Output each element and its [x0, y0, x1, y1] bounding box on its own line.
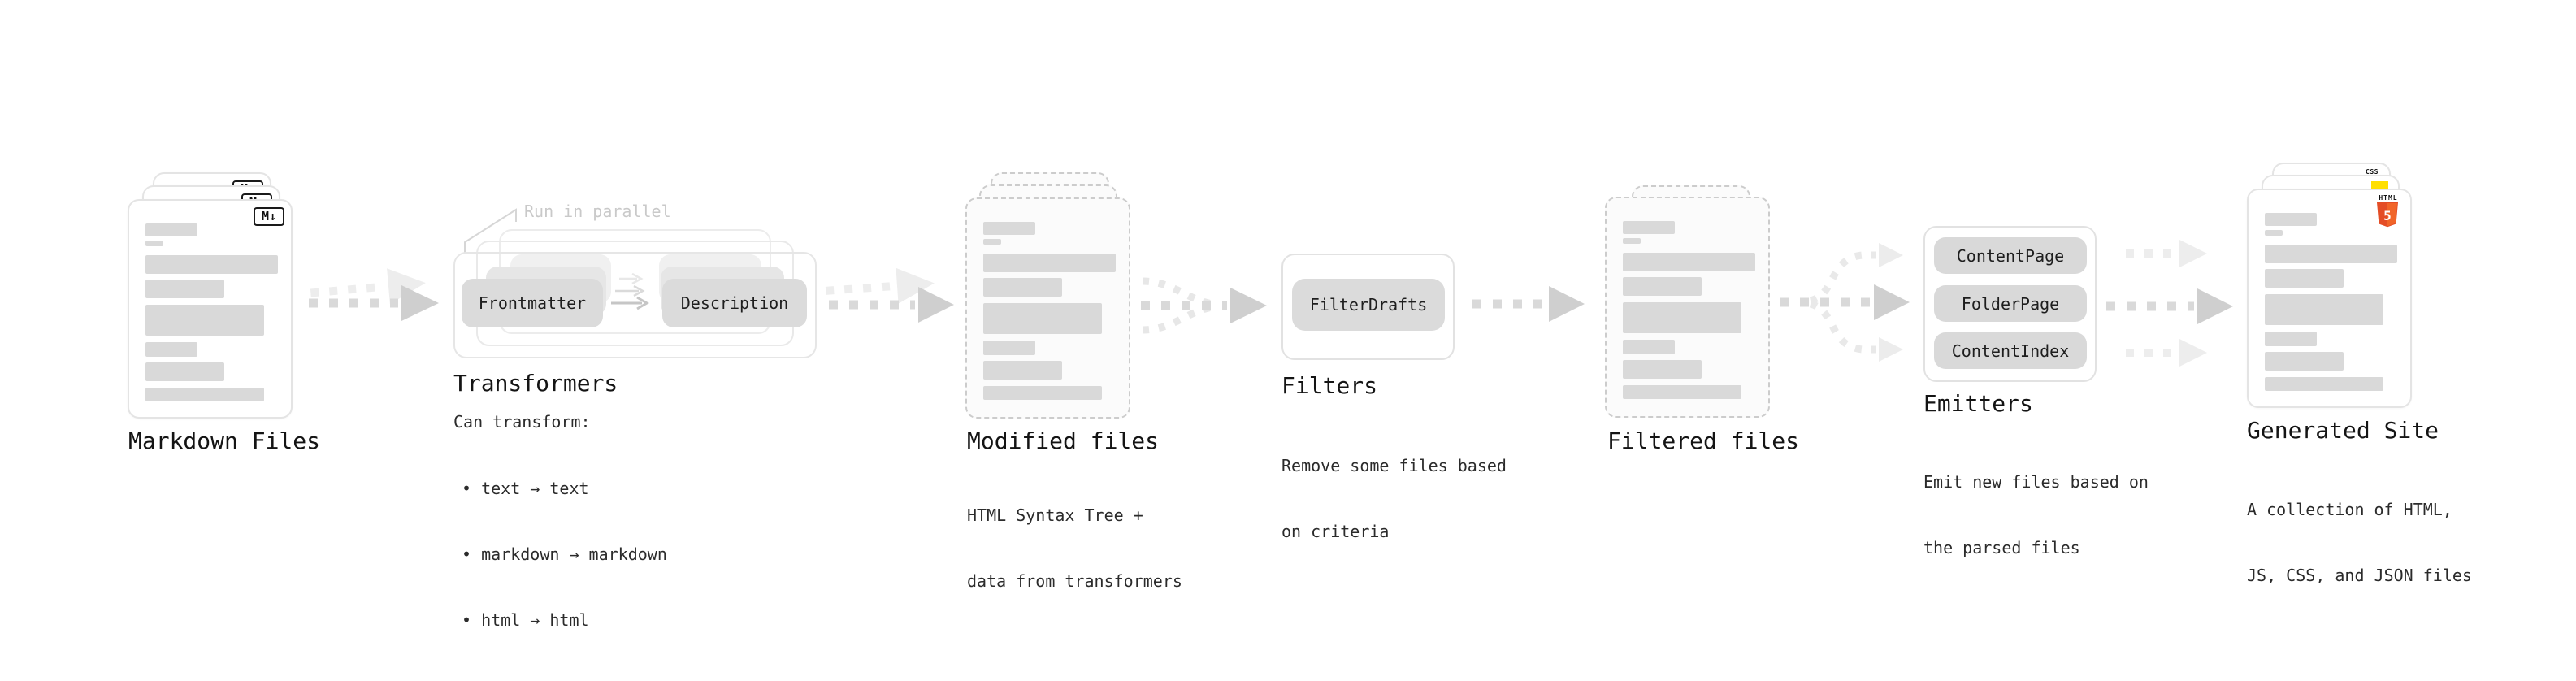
text-line-placeholder [983, 340, 1035, 355]
text-line-placeholder [2265, 332, 2317, 346]
text-line-placeholder [145, 241, 163, 246]
arrow-emitters-to-generated [2106, 288, 2233, 324]
text-line-placeholder [145, 223, 197, 236]
text-line-placeholder [983, 278, 1062, 297]
markdown-icon: M↓ [254, 207, 284, 226]
arrow-filters-to-filtered [1472, 286, 1585, 322]
subtitle-line: on criteria [1281, 522, 1390, 541]
emitters-subtitle: Emit new files based on the parsed files [1923, 427, 2149, 603]
arrow-filtered-to-emitters [1780, 243, 1910, 362]
text-line-placeholder [983, 239, 1001, 245]
text-line-placeholder [1623, 253, 1755, 271]
filters-title: Filters [1281, 372, 1378, 399]
subtitle-line: A collection of HTML, [2247, 500, 2452, 519]
text-line-placeholder [983, 361, 1062, 380]
text-line-placeholder [145, 388, 264, 401]
subtitle-line: JS, CSS, and JSON files [2247, 566, 2472, 585]
arrow-modified-to-filters [1141, 277, 1267, 334]
parallel-arrows [611, 272, 649, 310]
can-transform-heading: Can transform: [453, 412, 591, 432]
text-line-placeholder [2265, 352, 2344, 371]
transform-bullet-list: • text → text • markdown → markdown • ht… [462, 434, 667, 675]
filtered-file-card [1605, 197, 1770, 418]
markdown-file-card: M↓ [128, 199, 293, 419]
arrow-emitters-to-generated-bottom [2126, 339, 2207, 367]
subtitle-line: HTML Syntax Tree + [967, 505, 1143, 525]
text-line-placeholder [1623, 238, 1641, 244]
arrow-transformers-to-modified [829, 287, 954, 323]
text-line-placeholder [2265, 245, 2397, 263]
text-line-placeholder [1623, 221, 1675, 234]
text-line-placeholder [145, 255, 278, 274]
filterdrafts-pill: FilterDrafts [1292, 279, 1445, 331]
html5-icon-label: HTML [2379, 194, 2398, 202]
text-line-placeholder [2265, 230, 2283, 236]
text-line-placeholder [983, 222, 1035, 235]
subtitle-line: data from transformers [967, 571, 1182, 591]
modified-files-title: Modified files [967, 427, 1160, 454]
text-line-placeholder [1623, 277, 1702, 296]
folderpage-pill: FolderPage [1934, 285, 2087, 322]
subtitle-line: Emit new files based on [1923, 472, 2149, 492]
transform-bullet: • html → html [462, 610, 589, 630]
arrow-emitters-to-generated-top [2126, 240, 2207, 267]
text-line-placeholder [2265, 213, 2317, 226]
text-line-placeholder [145, 342, 197, 357]
text-line-placeholder [2265, 294, 2383, 325]
description-pill: Description [662, 279, 807, 327]
emitters-title: Emitters [1923, 390, 2033, 417]
modified-files-subtitle: HTML Syntax Tree + data from transformer… [967, 461, 1182, 636]
annotation-connector-line [464, 208, 517, 254]
text-line-placeholder [983, 386, 1102, 400]
text-line-placeholder [983, 303, 1102, 334]
transformers-title: Transformers [453, 370, 618, 397]
transform-bullet: • text → text [462, 479, 589, 498]
html5-icon: HTML 5 [2376, 194, 2400, 228]
text-line-placeholder [1623, 340, 1675, 354]
transformer-box [453, 252, 817, 358]
text-line-placeholder [983, 254, 1116, 272]
markdown-files-title: Markdown Files [128, 427, 321, 454]
text-line-placeholder [1623, 302, 1741, 333]
arrow-markdown-to-transformers-light [310, 268, 426, 305]
contentindex-pill: ContentIndex [1934, 332, 2087, 369]
generated-site-title: Generated Site [2247, 417, 2439, 444]
svg-text:5: 5 [2383, 208, 2392, 223]
generated-file-card: HTML 5 [2247, 189, 2412, 408]
arrow-transformers-to-modified-light [825, 267, 935, 304]
filtered-files-title: Filtered files [1607, 427, 1800, 454]
transform-bullet: • markdown → markdown [462, 544, 667, 564]
text-line-placeholder [1623, 385, 1741, 399]
generated-site-subtitle: A collection of HTML, JS, CSS, and JSON … [2247, 455, 2472, 631]
arrow-markdown-to-transformers [309, 285, 439, 321]
subtitle-line: the parsed files [1923, 538, 2080, 557]
text-line-placeholder [145, 305, 264, 336]
text-line-placeholder [2265, 269, 2344, 288]
text-line-placeholder [1623, 360, 1702, 379]
filters-subtitle: Remove some files based on criteria [1281, 411, 1507, 587]
text-line-placeholder [145, 362, 224, 381]
run-in-parallel-annotation: Run in parallel [524, 202, 671, 221]
css-icon-label: CSS [2366, 168, 2379, 176]
frontmatter-pill: Frontmatter [462, 279, 603, 327]
subtitle-line: Remove some files based [1281, 456, 1507, 475]
contentpage-pill: ContentPage [1934, 237, 2087, 274]
text-line-placeholder [2265, 377, 2383, 391]
text-line-placeholder [145, 280, 224, 298]
modified-file-card [965, 197, 1130, 419]
